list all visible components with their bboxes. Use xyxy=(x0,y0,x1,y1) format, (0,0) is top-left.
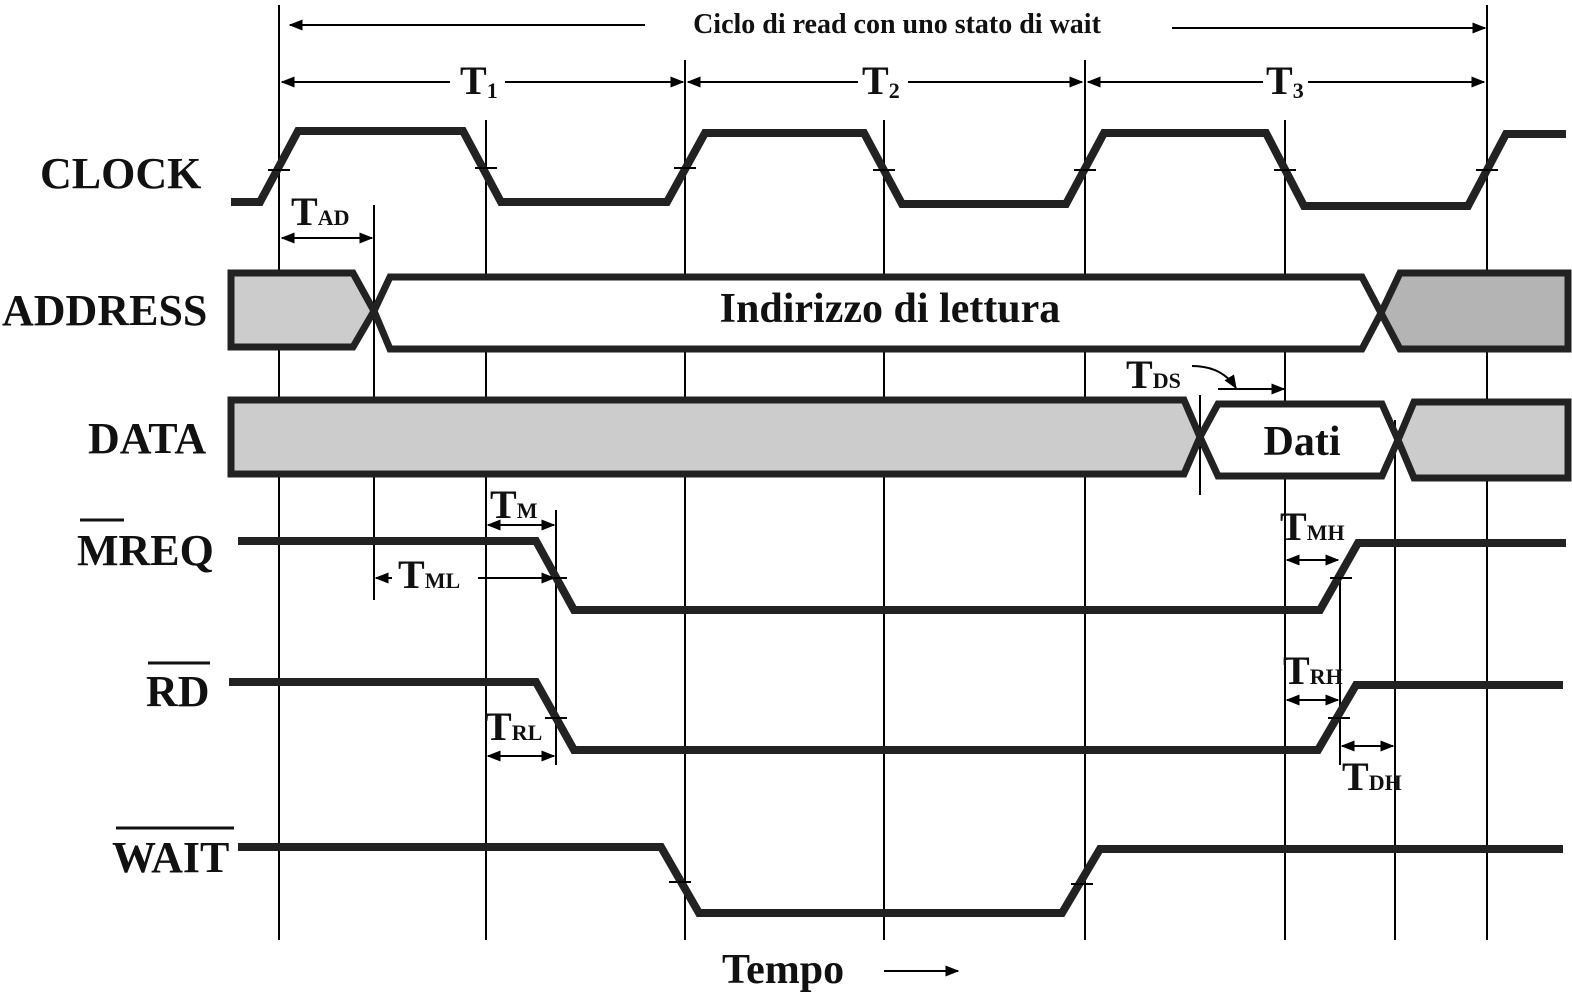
label-wait: WAIT xyxy=(112,833,229,882)
data-invalid-before xyxy=(227,396,1204,478)
timing-trl: TRL xyxy=(485,704,556,762)
data-bus: Dati xyxy=(227,396,1572,482)
period-dimensions: T1 T2 T3 xyxy=(280,58,1486,103)
cycle-dimension: Ciclo di read con uno stato di wait xyxy=(288,9,1487,40)
mreq-waveform xyxy=(238,537,1566,614)
address-invalid-after xyxy=(1377,269,1572,353)
label-clock: CLOCK xyxy=(40,149,201,198)
time-axis: Tempo xyxy=(722,947,960,993)
label-rd: RD xyxy=(146,667,210,716)
timing-tdh: TDH xyxy=(1340,740,1402,799)
svg-text:TDS: TDS xyxy=(1126,352,1181,397)
timing-tds: TDS xyxy=(1126,352,1286,397)
svg-text:TAD: TAD xyxy=(291,189,349,234)
address-bus: Indirizzo di lettura xyxy=(227,269,1572,353)
period-t1: T1 xyxy=(460,58,498,103)
label-address: ADDRESS xyxy=(2,286,207,335)
wait-waveform xyxy=(238,843,1563,917)
cycle-title: Ciclo di read con uno stato di wait xyxy=(693,9,1102,40)
svg-text:TRL: TRL xyxy=(485,704,542,749)
data-value: Dati xyxy=(1264,419,1341,465)
timing-tm: TM xyxy=(486,482,556,531)
timing-tmh: TMH xyxy=(1280,504,1345,566)
label-data: DATA xyxy=(88,414,206,463)
timing-trh: TRH xyxy=(1283,648,1343,706)
timing-tad: TAD xyxy=(280,189,374,244)
svg-text:TRH: TRH xyxy=(1283,648,1343,693)
address-invalid-before xyxy=(227,269,379,351)
timing-tml: TML xyxy=(374,552,556,597)
address-value: Indirizzo di lettura xyxy=(720,286,1061,332)
period-t2: T2 xyxy=(862,58,900,103)
rd-waveform xyxy=(229,678,1563,754)
reference-lines xyxy=(278,5,1488,940)
svg-text:TMH: TMH xyxy=(1280,504,1345,549)
time-axis-label: Tempo xyxy=(722,947,844,993)
clock-waveform xyxy=(231,127,1566,210)
clock-ticks xyxy=(268,167,1498,171)
svg-text:TM: TM xyxy=(490,482,538,527)
period-t3: T3 xyxy=(1266,58,1304,103)
svg-text:TML: TML xyxy=(398,552,460,597)
svg-text:TDH: TDH xyxy=(1342,754,1402,799)
wait-ticks xyxy=(669,881,1093,885)
label-mreq: MREQ xyxy=(77,526,214,575)
data-invalid-after xyxy=(1394,398,1572,482)
